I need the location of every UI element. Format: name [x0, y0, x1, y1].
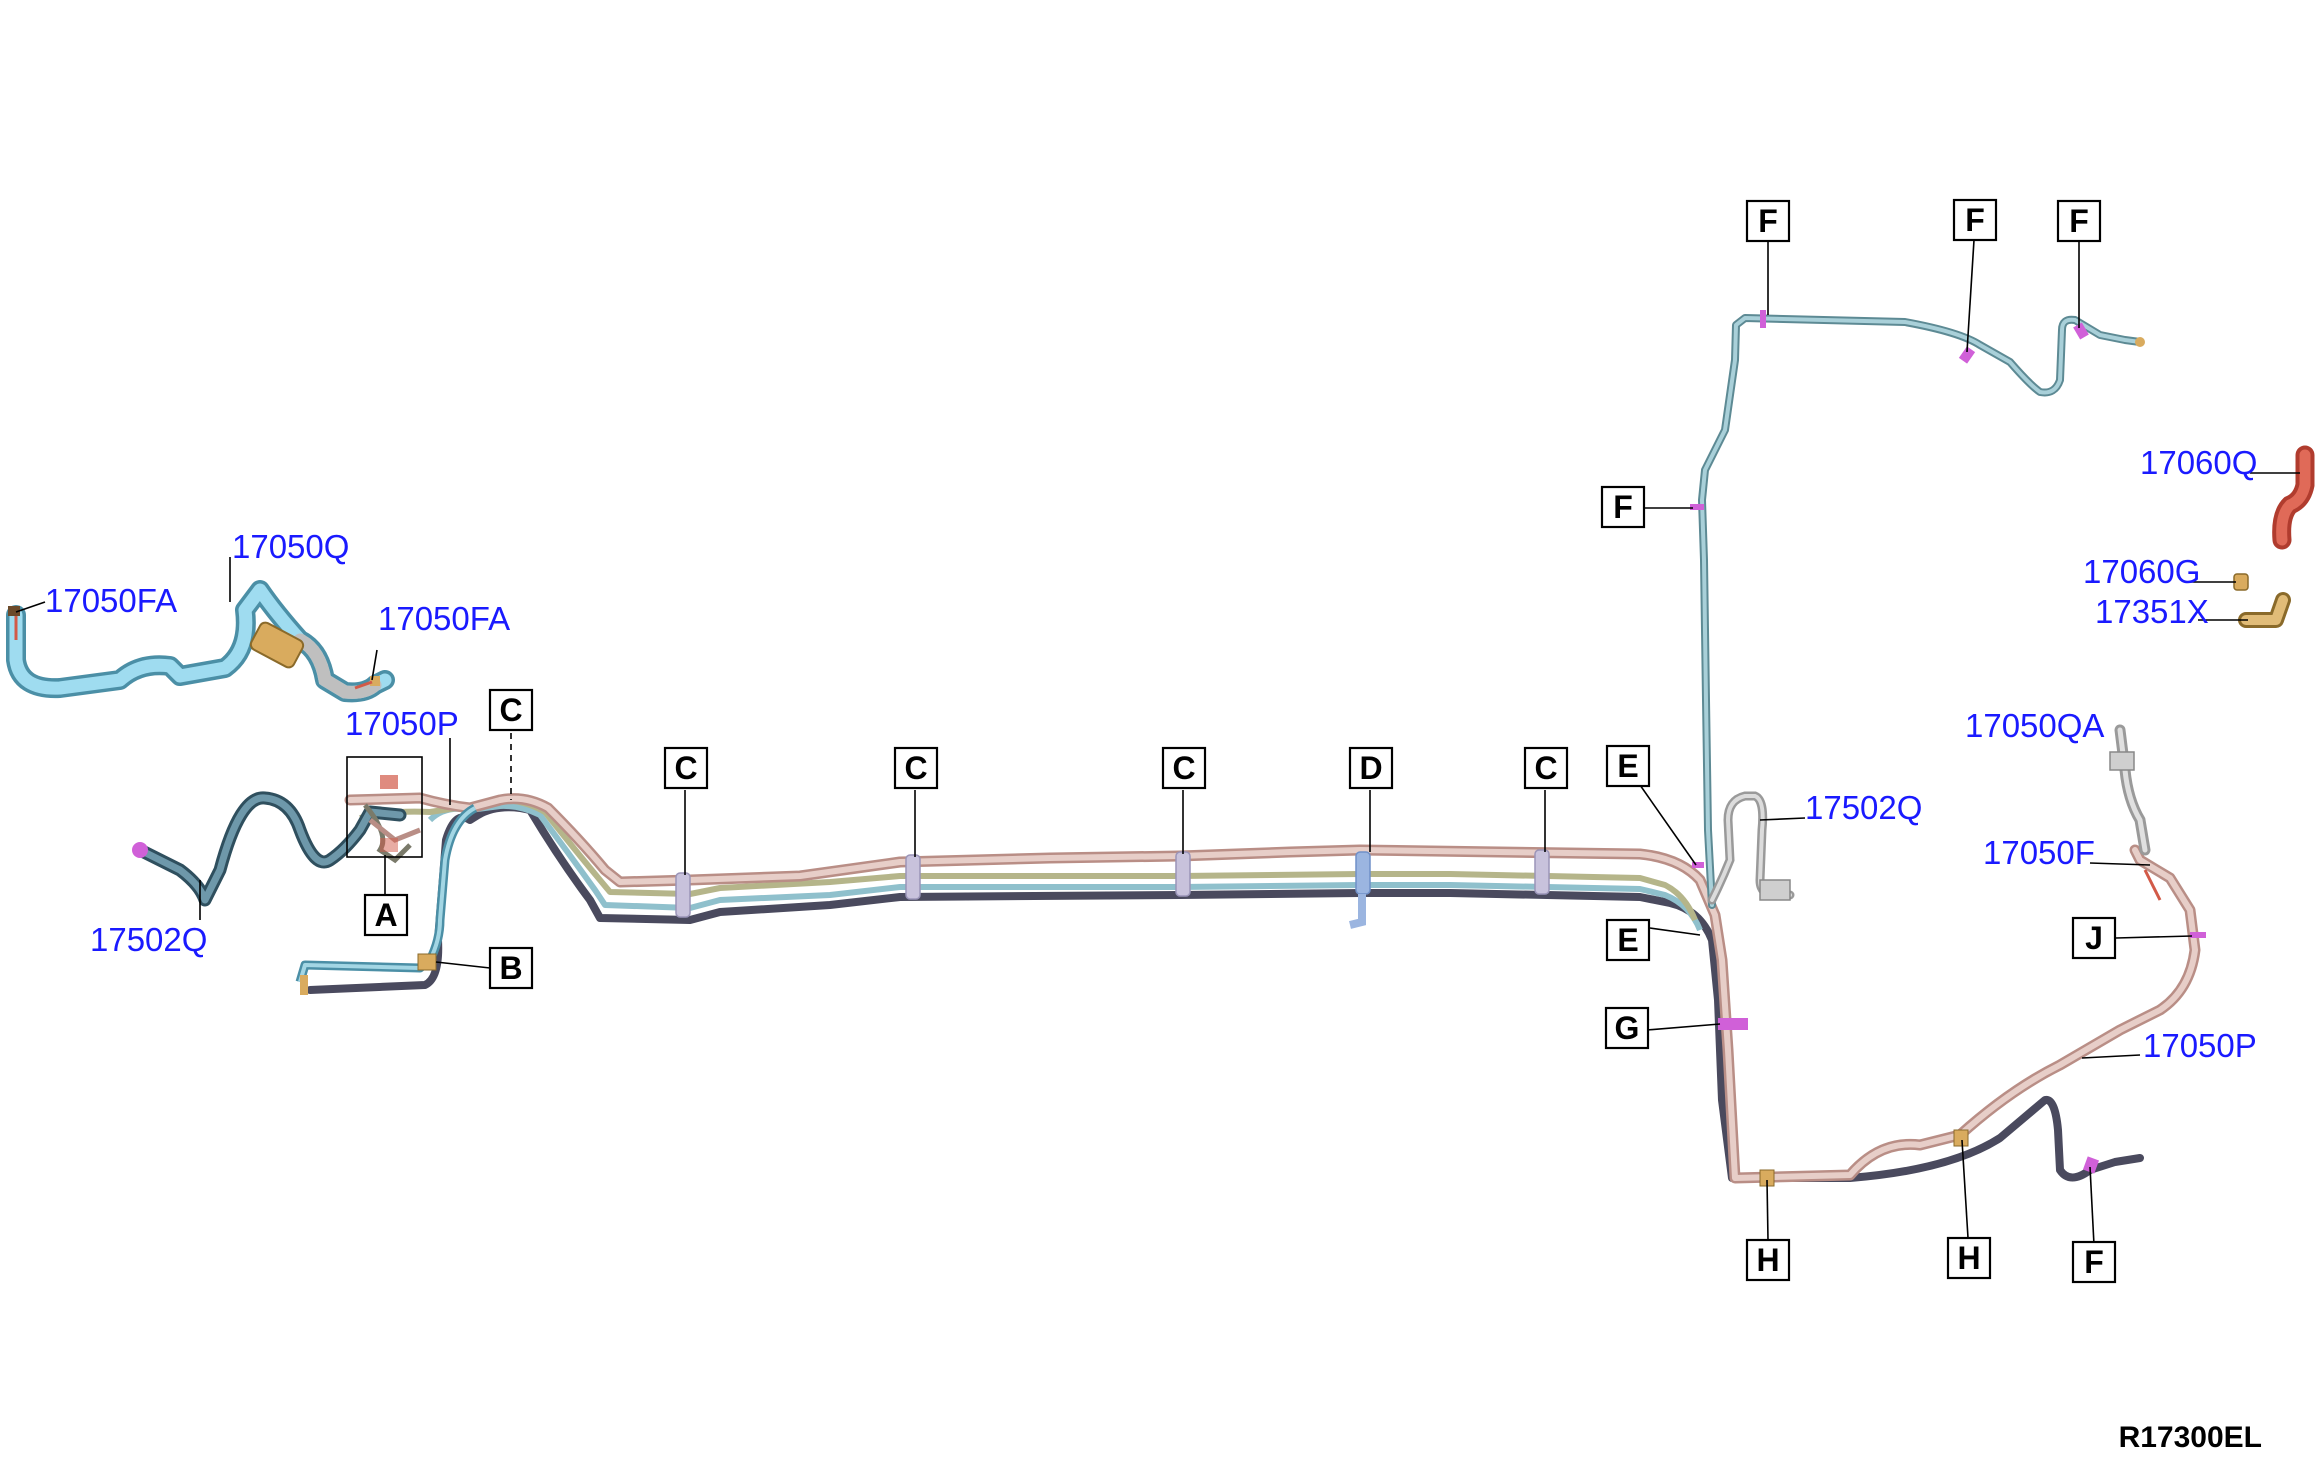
svg-text:F: F [2084, 1244, 2104, 1280]
svg-text:H: H [1756, 1242, 1779, 1278]
svg-text:D: D [1359, 750, 1382, 786]
reference-letters: C A B C C C D C E F F F F E G J H H F [346, 198, 2117, 1284]
svg-text:B: B [499, 950, 522, 986]
label-17060q: 17060Q [2140, 444, 2257, 481]
ref-b-left: B [488, 946, 534, 990]
svg-text:C: C [904, 750, 927, 786]
label-17050p-right: 17050P [2143, 1027, 2257, 1064]
ref-h1: H [1745, 1238, 1791, 1282]
tube-assembly-17050q [6, 580, 395, 703]
ref-e-mid: E [1605, 918, 1651, 962]
label-17351x: 17351X [2095, 593, 2209, 630]
svg-text:F: F [1758, 203, 1778, 239]
label-17050f: 17050F [1983, 834, 2095, 871]
ref-e-top: E [1605, 744, 1651, 788]
svg-text:C: C [499, 692, 522, 728]
label-17502q-left: 17502Q [90, 921, 207, 958]
label-17050qa: 17050QA [1965, 707, 2104, 744]
ref-d1: D [1348, 746, 1394, 790]
svg-text:F: F [1965, 202, 1985, 238]
svg-text:E: E [1617, 748, 1638, 784]
part-labels: 17050FA 17050Q 17050FA 17050P 17502Q 170… [45, 444, 2257, 1064]
diagram-code: R17300EL [2119, 1421, 2262, 1454]
label-17502q-right: 17502Q [1805, 789, 1922, 826]
svg-text:H: H [1957, 1240, 1980, 1276]
svg-text:G: G [1615, 1010, 1640, 1046]
ref-a-outline [346, 756, 423, 858]
label-17050p-left: 17050P [345, 705, 459, 742]
ref-c2: C [893, 746, 939, 790]
ref-c-top-left: C [488, 688, 534, 732]
svg-text:J: J [2085, 920, 2103, 956]
ref-g-mid: G [1604, 1006, 1650, 1050]
label-17050fa-mid: 17050FA [378, 600, 510, 637]
label-17050q-top: 17050Q [232, 528, 349, 565]
ref-f-top3: F [2056, 199, 2102, 243]
leader-lines [15, 239, 2300, 1246]
ref-c1: C [663, 746, 709, 790]
svg-text:C: C [1534, 750, 1557, 786]
svg-text:A: A [374, 897, 397, 933]
ref-f-bottom: F [2071, 1240, 2117, 1284]
ref-f-top2: F [1952, 198, 1998, 242]
ref-j-right: J [2071, 916, 2117, 960]
svg-text:C: C [674, 750, 697, 786]
ref-c3: C [1161, 746, 1207, 790]
ref-a-left: A [363, 893, 409, 937]
ref-f-side: F [1600, 485, 1646, 529]
svg-text:C: C [1172, 750, 1195, 786]
label-17060g: 17060G [2083, 553, 2200, 590]
svg-text:E: E [1617, 922, 1638, 958]
label-17050fa-left: 17050FA [45, 582, 177, 619]
ref-c4: C [1523, 746, 1569, 790]
ref-h2: H [1946, 1236, 1992, 1280]
ref-f-top1: F [1745, 199, 1791, 243]
svg-text:F: F [2069, 203, 2089, 239]
svg-text:F: F [1613, 489, 1633, 525]
